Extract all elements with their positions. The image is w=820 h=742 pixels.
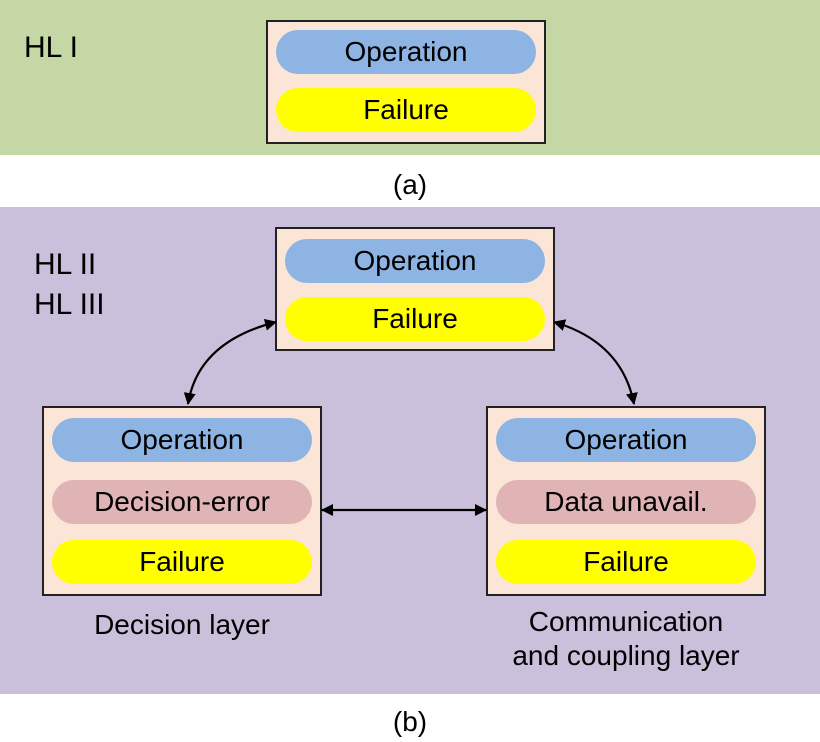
communication-label-line-1: Communication xyxy=(528,606,724,637)
failure-state: Failure xyxy=(285,297,545,341)
hl-iii-label: HL III xyxy=(34,288,105,321)
failure-state: Failure xyxy=(276,88,536,132)
operation-state: Operation xyxy=(285,239,545,283)
hl-i-state-box: Operation Failure xyxy=(266,20,546,144)
operation-state: Operation xyxy=(496,418,756,462)
decision-layer-box: Operation Decision-error Failure xyxy=(42,406,322,596)
communication-label-line-2: and coupling layer xyxy=(512,640,740,671)
arrow-top-to-communication xyxy=(553,319,638,405)
hl-ii-label: HL II xyxy=(34,248,97,281)
failure-state: Failure xyxy=(496,540,756,584)
panel-b-background: HL II HL III Operation Failure Operation… xyxy=(0,207,820,694)
communication-layer-label: Communication and coupling layer xyxy=(456,605,796,673)
arrow-top-to-decision xyxy=(183,318,277,405)
communication-layer-box: Operation Data unavail. Failure xyxy=(486,406,766,596)
hl-i-label: HL I xyxy=(24,31,78,64)
operation-state: Operation xyxy=(52,418,312,462)
panel-a-background: HL I Operation Failure xyxy=(0,0,820,155)
failure-state: Failure xyxy=(52,540,312,584)
top-state-box: Operation Failure xyxy=(275,227,555,351)
caption-b: (b) xyxy=(392,706,428,737)
decision-error-state: Decision-error xyxy=(52,480,312,524)
caption-a: (a) xyxy=(392,169,428,200)
decision-layer-label: Decision layer xyxy=(94,609,270,640)
data-unavailable-state: Data unavail. xyxy=(496,480,756,524)
operation-state: Operation xyxy=(276,30,536,74)
